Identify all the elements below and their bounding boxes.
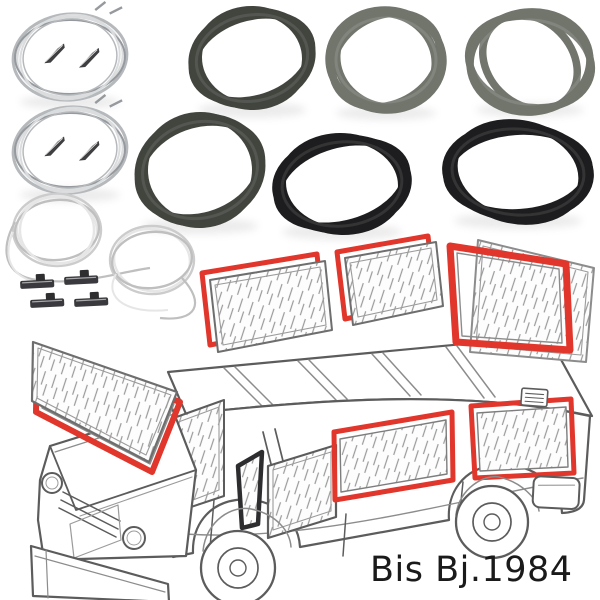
- window-seal-gray-1: [325, 6, 447, 114]
- chrome-trim-coils: [11, 1, 129, 195]
- window-glass: [476, 406, 569, 472]
- grille-lines: [58, 491, 121, 538]
- windshield-assembly: [30, 340, 183, 475]
- pvc-filler-strips: [5, 192, 197, 320]
- rear-window-seal-highlight: [446, 242, 574, 354]
- trim-joint-clip-icon: [44, 136, 65, 157]
- mounting-clip-3: [30, 292, 65, 308]
- mounting-clip-4: [74, 291, 109, 307]
- mounting-clips: [20, 269, 109, 308]
- window-seals-gray: [325, 6, 596, 116]
- window-seal-dark-2: [134, 111, 266, 229]
- mounting-clip-1: [20, 273, 55, 289]
- rear-bumper: [531, 475, 581, 511]
- b-pillar: [262, 428, 285, 469]
- sliding-door-window: [266, 443, 338, 540]
- floating-window-1: [199, 251, 333, 353]
- window-seal-gray-2: [464, 8, 596, 116]
- window-seal-black-2: [442, 119, 594, 225]
- window-seals-dark: [134, 5, 316, 229]
- trim-joint-clip-icon: [78, 140, 100, 161]
- side-window-sealed-1: [331, 409, 456, 503]
- chrome-trim-coil-1: [11, 1, 129, 102]
- trim-joint-clip-icon: [44, 43, 65, 64]
- trim-joint-clip-icon: [78, 47, 100, 68]
- windshield-glass: [30, 340, 179, 464]
- filler-strip-coil-2: [108, 224, 197, 320]
- front-bumper: [29, 544, 170, 600]
- rear-window-assembly: [446, 239, 595, 363]
- front-panel-line: [69, 504, 122, 559]
- window-glass: [339, 419, 448, 493]
- window-seal-highlight: [331, 409, 456, 503]
- front-wheel: [199, 507, 292, 600]
- roof-ribs: [223, 345, 496, 407]
- window-glass: [209, 260, 333, 353]
- window-seals-black: [272, 119, 594, 236]
- floating-window-2: [334, 233, 444, 326]
- headlight-icon: [122, 526, 146, 550]
- mounting-clip-2: [64, 269, 99, 285]
- air-vent-louver: [520, 387, 549, 408]
- vent-window: [235, 449, 265, 531]
- headlight-icon: [41, 472, 63, 494]
- window-seal-black-1: [272, 132, 412, 236]
- window-seal-dark-1: [188, 5, 316, 111]
- van-diagram: [29, 233, 595, 600]
- chrome-trim-coil-2: [11, 94, 129, 195]
- model-year-caption: Bis Bj.1984: [370, 550, 573, 590]
